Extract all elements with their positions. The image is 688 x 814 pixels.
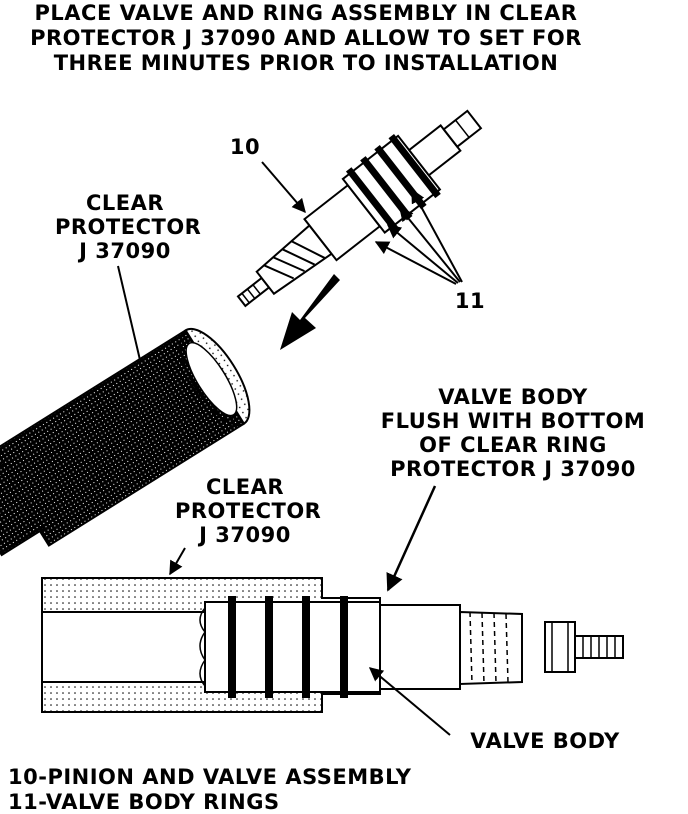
- flush-note-line-3: OF CLEAR RING: [419, 433, 607, 457]
- leader-flush: [386, 485, 437, 592]
- clear-protector-upper: [0, 327, 251, 557]
- insertion-arrow: [280, 274, 340, 350]
- header-line-1: PLACE VALVE AND RING ASSEMBLY IN CLEAR: [34, 1, 578, 25]
- callout-11: 11: [454, 289, 486, 313]
- leader-valve-body: [368, 667, 451, 736]
- valve-body-label: VALVE BODY: [470, 729, 620, 753]
- protector-bottom-line-2: PROTECTOR: [175, 499, 322, 523]
- header-line-3: THREE MINUTES PRIOR TO INSTALLATION: [53, 51, 559, 75]
- protector-cross-section: [41, 577, 624, 713]
- flush-note-line-2: FLUSH WITH BOTTOM: [380, 409, 646, 433]
- flush-note-line-4: PROTECTOR J 37090: [390, 457, 636, 481]
- header-line-2: PROTECTOR J 37090 AND ALLOW TO SET FOR: [30, 26, 582, 50]
- leader-10: [261, 161, 306, 214]
- protector-bottom-line-1: CLEAR: [205, 475, 285, 499]
- leader-protector-lower: [169, 547, 186, 576]
- flush-note-line-1: VALVE BODY: [438, 385, 588, 409]
- leader-protector-upper: [117, 265, 141, 361]
- protector-bottom-line-3: J 37090: [199, 523, 291, 547]
- protector-top-line-1: CLEAR: [85, 191, 165, 215]
- protector-top-line-3: J 37090: [79, 239, 171, 263]
- leaders-11: [374, 188, 463, 285]
- protector-top-line-2: PROTECTOR: [55, 215, 202, 239]
- callout-10: 10: [229, 135, 261, 159]
- legend-item-10: 10-PINION AND VALVE ASSEMBLY: [8, 765, 412, 789]
- pinion-valve-assembly: [236, 109, 483, 308]
- legend-item-11: 11-VALVE BODY RINGS: [8, 790, 280, 814]
